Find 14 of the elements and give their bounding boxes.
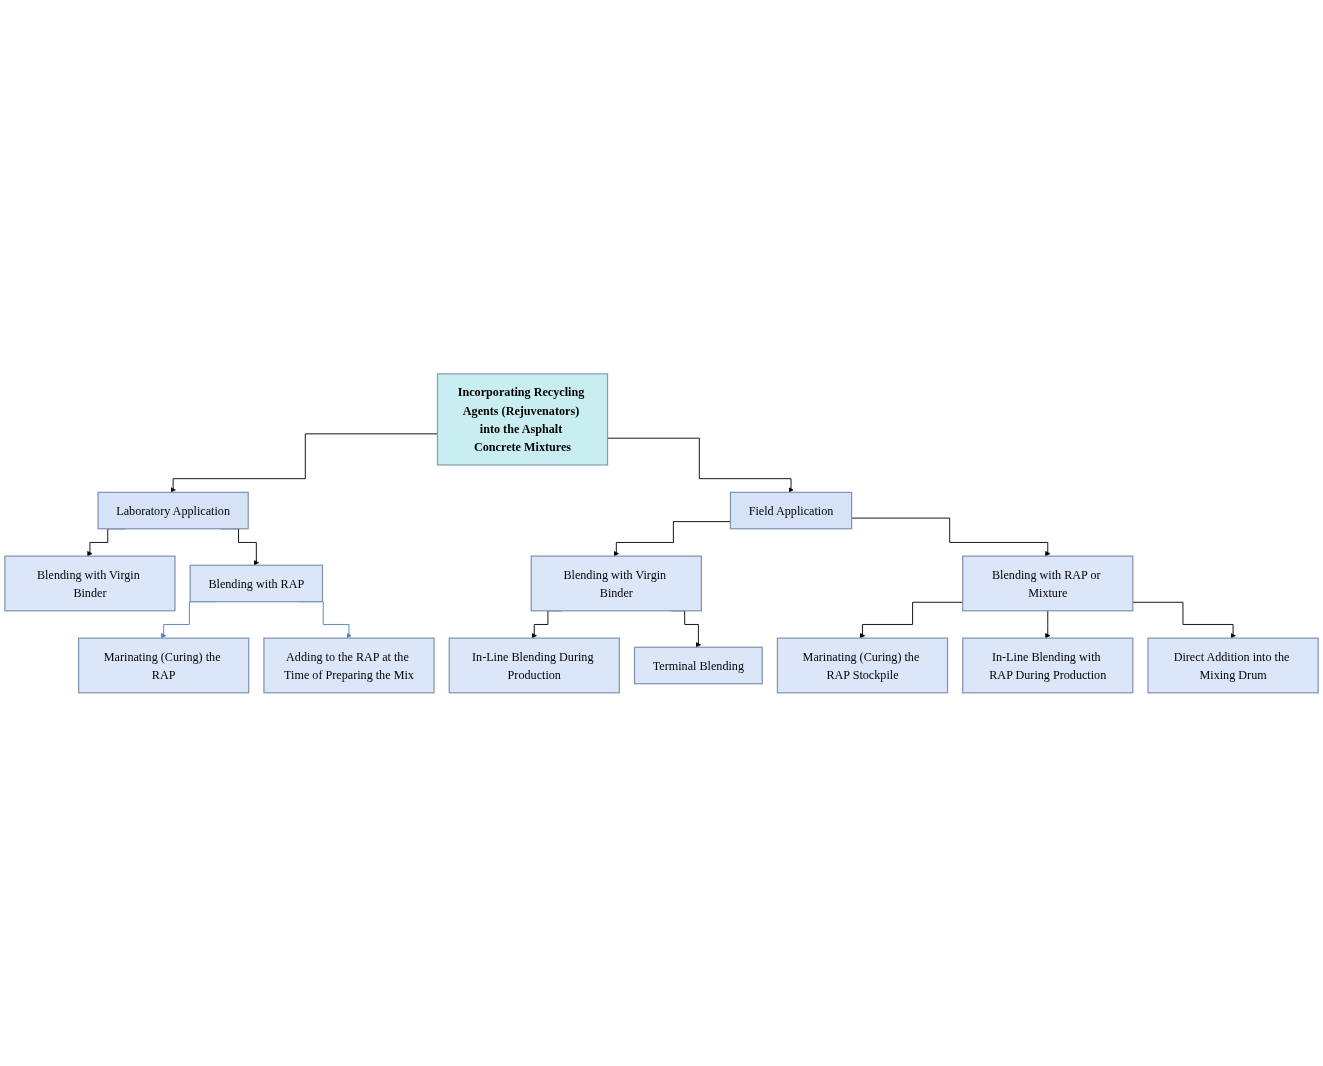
node-box: Blending with RAP bbox=[189, 564, 324, 602]
node-box: In-Line Blending During Production bbox=[448, 637, 620, 694]
node-box: Blending with RAP or Mixture bbox=[962, 555, 1134, 612]
node-box: Terminal Blending bbox=[633, 646, 763, 684]
node-box: Incorporating Recycling Agents (Rejuvenators) into the Asphalt Concrete Mixtures bbox=[436, 372, 609, 466]
node-box: Laboratory Application bbox=[97, 491, 249, 530]
node-box: Field Application bbox=[729, 491, 853, 530]
node-box: Adding to the RAP at the Time of Preparing the Mix bbox=[263, 637, 435, 694]
node-box: Direct Addition into the Mixing Drum bbox=[1147, 637, 1319, 694]
node-box: In-Line Blending with RAP During Production bbox=[962, 637, 1134, 694]
node-box: Blending with Virgin Binder bbox=[530, 555, 702, 612]
node-box: Marinating (Curing) the RAP bbox=[78, 637, 250, 694]
node-box: Blending with Virgin Binder bbox=[4, 555, 176, 612]
node-box: Marinating (Curing) the RAP Stockpile bbox=[776, 637, 949, 694]
